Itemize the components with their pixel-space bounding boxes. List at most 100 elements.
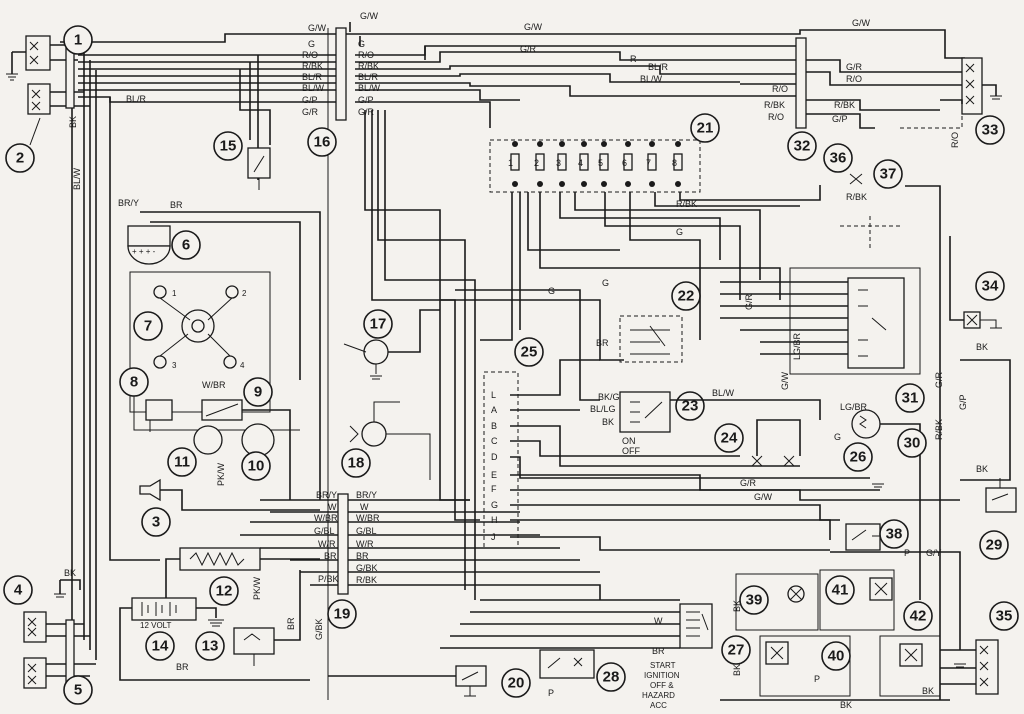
svg-text:33: 33: [982, 122, 999, 139]
svg-text:18: 18: [348, 455, 365, 472]
component-15-switch: 15: [213, 131, 271, 190]
svg-text:26: 26: [850, 449, 867, 466]
svg-text:G/W: G/W: [360, 11, 379, 21]
svg-text:29: 29: [986, 537, 1003, 554]
fuse-block-wires: [440, 185, 821, 401]
svg-text:19: 19: [334, 606, 351, 623]
svg-text:G/W: G/W: [754, 492, 773, 502]
component-9: W/BR 9: [201, 377, 291, 500]
svg-text:G: G: [491, 500, 498, 510]
fuse: [647, 153, 657, 171]
component-3-horn: 3: [139, 478, 320, 537]
svg-text:G: G: [308, 39, 315, 49]
svg-text:G/R: G/R: [302, 107, 319, 117]
component-17: 17: [343, 309, 440, 380]
component-label-2: 2: [5, 143, 35, 173]
fuse-terminal: [625, 141, 631, 147]
svg-text:10: 10: [248, 458, 265, 475]
svg-text:28: 28: [603, 669, 620, 686]
svg-text:22: 22: [678, 288, 695, 305]
svg-text:BL/R: BL/R: [126, 94, 147, 104]
svg-text:W/BR: W/BR: [202, 380, 226, 390]
svg-text:G/BL: G/BL: [356, 526, 377, 536]
svg-text:BR/Y: BR/Y: [316, 490, 337, 500]
svg-text:BR/Y: BR/Y: [118, 198, 139, 208]
svg-text:5: 5: [598, 158, 603, 168]
fuse-terminal: [559, 141, 565, 147]
svg-text:H: H: [491, 515, 498, 525]
fuse-terminal: [649, 141, 655, 147]
svg-text:G/BK: G/BK: [356, 563, 378, 573]
svg-text:P: P: [548, 688, 554, 698]
svg-text:ON: ON: [622, 436, 636, 446]
component-24: 24: [714, 419, 801, 467]
component-7-regulator: 1 2 3 4 7: [129, 271, 271, 413]
fuse-terminal: [649, 181, 655, 187]
svg-text:B: B: [491, 421, 497, 431]
svg-text:W/BR: W/BR: [314, 513, 338, 523]
svg-text:G/BK: G/BK: [314, 618, 324, 640]
svg-text:G/R: G/R: [740, 478, 757, 488]
component-40: BK P 40: [732, 635, 851, 697]
svg-text:BK: BK: [976, 464, 988, 474]
component-37: 37: [873, 159, 941, 700]
svg-text:BK/G: BK/G: [598, 392, 620, 402]
svg-text:BK: BK: [732, 664, 742, 676]
svg-text:BR: BR: [176, 662, 189, 672]
svg-text:R/BK: R/BK: [358, 61, 379, 71]
svg-text:A: A: [491, 405, 497, 415]
component-31-cluster: G/R G/W LG/BR 31: [720, 216, 925, 413]
svg-text:R/O: R/O: [768, 112, 784, 122]
svg-text:G/R: G/R: [744, 293, 754, 310]
component-8: 8: [119, 367, 300, 432]
svg-text:R/BK: R/BK: [846, 192, 867, 202]
svg-text:BR: BR: [356, 551, 369, 561]
svg-text:R/BK: R/BK: [676, 199, 697, 209]
svg-text:BK: BK: [64, 568, 76, 578]
svg-text:35: 35: [996, 608, 1013, 625]
svg-text:G/W: G/W: [308, 23, 327, 33]
svg-text:41: 41: [832, 582, 849, 599]
svg-text:38: 38: [886, 526, 903, 543]
fuse-terminal: [559, 181, 565, 187]
svg-text:32: 32: [794, 138, 811, 155]
svg-text:1: 1: [172, 289, 177, 298]
svg-text:BR: BR: [652, 646, 665, 656]
svg-text:G/P: G/P: [302, 95, 318, 105]
svg-text:IGNITION: IGNITION: [644, 671, 680, 680]
svg-text:2: 2: [534, 158, 539, 168]
svg-text:G/R: G/R: [358, 107, 375, 117]
junction-32: R/O R/BK R/O 32: [720, 37, 940, 161]
svg-text:HAZARD: HAZARD: [642, 691, 675, 700]
svg-text:E: E: [491, 470, 497, 480]
svg-text:42: 42: [910, 608, 927, 625]
component-20: 20: [328, 665, 531, 698]
connector-1: [6, 35, 90, 115]
svg-text:13: 13: [202, 638, 219, 655]
svg-text:W: W: [328, 502, 337, 512]
svg-text:BL/W: BL/W: [358, 83, 381, 93]
svg-text:R/O: R/O: [772, 84, 788, 94]
svg-text:7: 7: [646, 158, 651, 168]
svg-text:ACC: ACC: [650, 701, 667, 710]
svg-text:R/BK: R/BK: [764, 100, 785, 110]
svg-text:39: 39: [746, 592, 763, 609]
svg-text:G: G: [834, 432, 841, 442]
svg-text:G/P: G/P: [958, 394, 968, 410]
svg-text:F: F: [491, 484, 497, 494]
svg-text:BL/W: BL/W: [712, 388, 735, 398]
svg-text:G/BL: G/BL: [314, 526, 335, 536]
fuse-terminal: [601, 181, 607, 187]
svg-text:3: 3: [172, 361, 177, 370]
svg-text:C: C: [491, 436, 498, 446]
svg-text:3: 3: [152, 514, 160, 531]
svg-text:BK: BK: [976, 342, 988, 352]
svg-text:J: J: [491, 532, 496, 542]
fuse: [579, 153, 589, 171]
component-5: 5: [23, 619, 96, 705]
component-33: G/R R/O R/BK G/P R/O 33: [832, 57, 1005, 148]
svg-text:27: 27: [728, 642, 745, 659]
svg-text:30: 30: [904, 435, 921, 452]
svg-text:BK: BK: [732, 600, 742, 612]
component-21-fuse-block: 1 2 3 4 5 6 7 8 21 R/BK G: [489, 113, 720, 237]
